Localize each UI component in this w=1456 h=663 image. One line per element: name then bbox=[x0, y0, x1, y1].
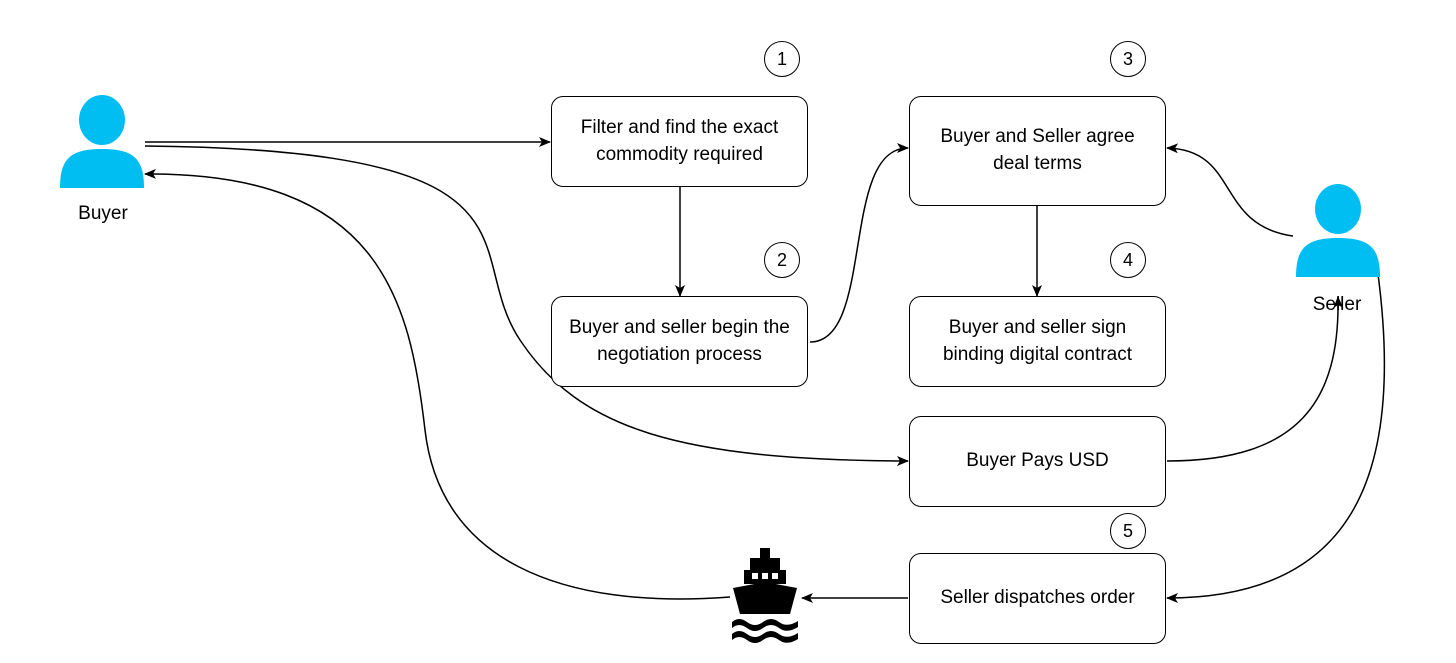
step-1-text: Filter and find the exact commodity requ… bbox=[580, 116, 779, 165]
step-5-text: Seller dispatches order bbox=[940, 587, 1135, 609]
buyer-user-icon bbox=[60, 95, 144, 188]
step-2-number: 2 bbox=[764, 242, 800, 278]
step-3-number: 3 bbox=[1110, 41, 1146, 77]
arrow-seller-to-agree bbox=[1166, 143, 1294, 237]
payment-box: Buyer Pays USD bbox=[909, 416, 1166, 507]
step-2-box: Buyer and seller begin the negotiation p… bbox=[551, 296, 808, 387]
arrow-buyer-to-payment bbox=[144, 145, 909, 466]
ship-icon bbox=[732, 548, 798, 643]
step-3-box: Buyer and Seller agree deal terms bbox=[909, 96, 1166, 206]
arrow-payment-to-seller bbox=[1166, 296, 1344, 462]
step-5-box: Seller dispatches order bbox=[909, 553, 1166, 644]
step-4-text: Buyer and seller sign binding digital co… bbox=[942, 316, 1133, 365]
buyer-label: Buyer bbox=[78, 203, 128, 224]
seller-user-icon bbox=[1296, 184, 1380, 277]
step-2-text: Buyer and seller begin the negotiation p… bbox=[569, 316, 790, 365]
arrow-ship-to-buyer bbox=[144, 168, 731, 600]
step-3-text: Buyer and Seller agree deal terms bbox=[940, 126, 1135, 174]
step-1-number: 1 bbox=[764, 41, 800, 77]
step-5-number: 5 bbox=[1110, 513, 1146, 549]
step-1-box: Filter and find the exact commodity requ… bbox=[551, 96, 808, 187]
step-4-number: 4 bbox=[1110, 242, 1146, 278]
payment-text: Buyer Pays USD bbox=[966, 450, 1109, 472]
step-4-box: Buyer and seller sign binding digital co… bbox=[909, 296, 1166, 387]
seller-label: Seller bbox=[1312, 294, 1362, 315]
arrow-seller-to-dispatch bbox=[1166, 273, 1386, 603]
arrow-negotiation-to-agree bbox=[809, 143, 909, 343]
